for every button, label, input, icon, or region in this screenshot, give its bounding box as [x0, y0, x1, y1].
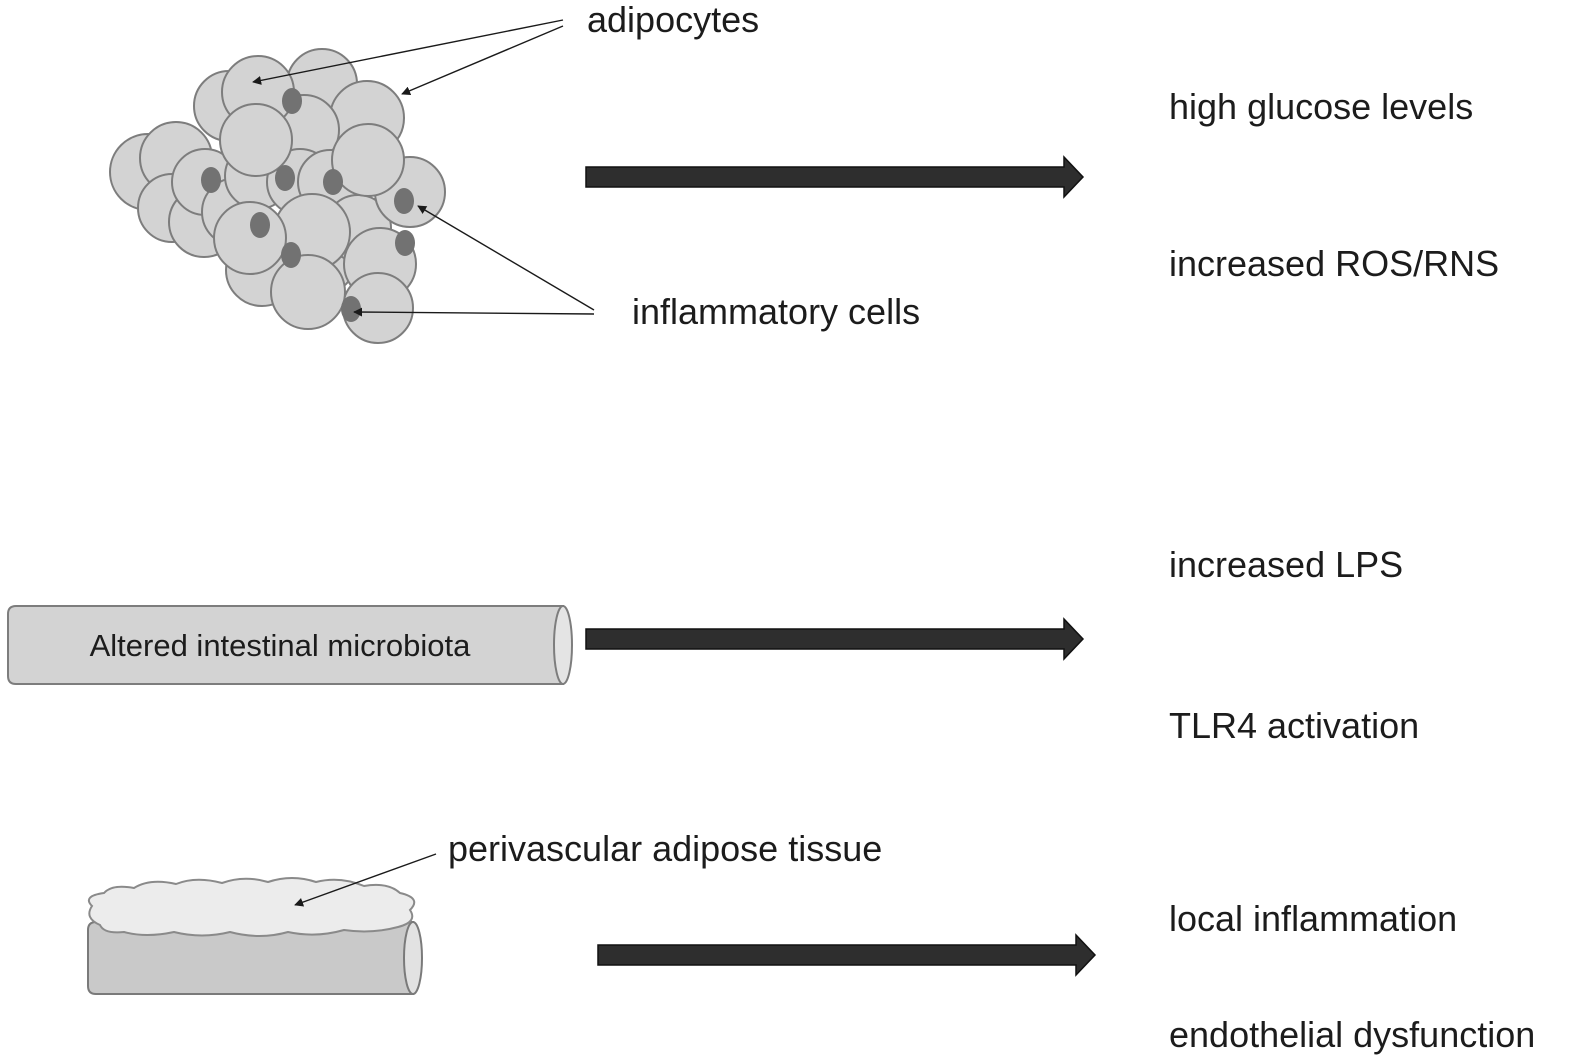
outcome-tlr4-activation: TLR4 activation — [1169, 705, 1419, 746]
inflammatory-cells-pointer — [417, 205, 595, 311]
outcome-increased-lps: increased LPS — [1169, 544, 1403, 585]
outcome-high-glucose: high glucose levels — [1169, 86, 1473, 127]
intestine-tube: Altered intestinal microbiota — [7, 605, 573, 685]
vessel-body — [87, 921, 414, 995]
perivascular-adipose-tissue — [88, 877, 416, 937]
adipocyte — [213, 201, 287, 275]
vessel-opening — [403, 921, 423, 995]
inflammatory-cell — [394, 188, 414, 214]
arrow-microbiota-to-outcomes — [585, 617, 1085, 661]
outcome-increased-ros-rns: increased ROS/RNS — [1169, 243, 1499, 284]
intestine-opening — [553, 605, 573, 685]
outcome-local-inflammation: local inflammation — [1169, 898, 1457, 939]
inflammatory-cell — [275, 165, 295, 191]
pvat-pointer — [294, 853, 437, 907]
inflammatory-cells-pointer — [353, 307, 595, 317]
adipocyte — [270, 254, 346, 330]
pvat-label: perivascular adipose tissue — [448, 828, 882, 869]
adipocyte-cells — [109, 48, 446, 344]
inflammatory-cell — [395, 230, 415, 256]
adipose-cluster — [109, 48, 446, 344]
adipocyte — [219, 103, 293, 177]
inflammatory-cell — [250, 212, 270, 238]
adipocytes-label: adipocytes — [587, 0, 759, 40]
inflammatory-cell — [201, 167, 221, 193]
inflammatory-cell — [341, 296, 361, 322]
arrow-adipose-to-outcomes — [585, 155, 1085, 199]
outcome-endothelial-dysfunction: endothelial dysfunction — [1169, 1014, 1535, 1055]
blood-vessel — [87, 877, 423, 995]
adipocytes-pointer — [401, 25, 564, 95]
intestine-body — [7, 605, 564, 685]
adipocyte — [331, 123, 405, 197]
adipocytes-pointer — [252, 19, 564, 85]
inflammatory-cells-label: inflammatory cells — [632, 291, 920, 332]
inflammatory-cell-nuclei — [201, 88, 415, 322]
inflammatory-cell — [282, 88, 302, 114]
inflammatory-cell — [323, 169, 343, 195]
inflammatory-cell — [281, 242, 301, 268]
arrow-pvat-to-outcomes — [597, 933, 1097, 977]
intestinal-microbiota-label: Altered intestinal microbiota — [90, 628, 472, 663]
